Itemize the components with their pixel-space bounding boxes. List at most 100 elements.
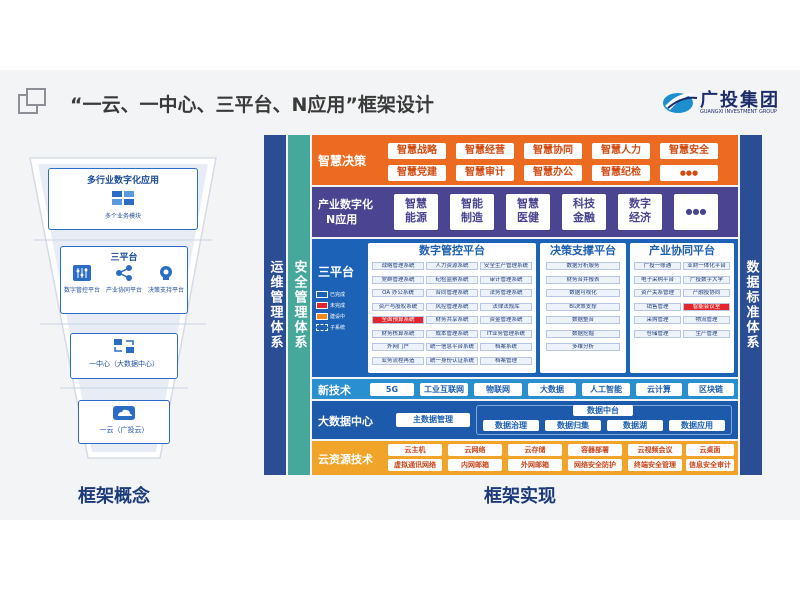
p3-cell: 资产关系管理	[634, 289, 681, 297]
funnel-platform-1: 数字管控平台	[63, 287, 100, 294]
chip-yz-10: 终端安全管理	[628, 459, 682, 471]
band-new-tech-label: 新技术	[318, 384, 351, 397]
chip-yz-8: 外网邮箱	[508, 459, 562, 471]
p2-cell: 财务合并报表	[546, 275, 620, 284]
p1-cell: 财务共享系统	[426, 316, 478, 324]
chip-data-middle: 数据中台	[573, 405, 633, 416]
p1-cell: 战略管理系统	[372, 262, 424, 270]
funnel-tier-cloud-label: 一云（广投云）	[99, 426, 149, 434]
share-icon	[116, 265, 132, 281]
p1-cell: 安全生产管理系统	[480, 262, 532, 270]
p1-cell: 纪检监察系统	[426, 275, 478, 284]
band-industry-apps: 产业数字化 N应用 智慧能源 智能制造 智慧医健 科技金融 数字经济 ●●●	[312, 187, 738, 237]
chip-zh-1: 智慧经营	[456, 143, 514, 159]
chip-zh-3: 智慧人力	[592, 143, 650, 159]
p1-cell: 风控管理系统	[426, 302, 478, 311]
chip-yz-5: 云桌面	[686, 444, 734, 456]
chip-cy-1: 智能制造	[450, 194, 494, 230]
funnel-tier-apps: 多行业数字化应用 多个业务模块	[48, 168, 198, 230]
implementation-caption: 框架实现	[484, 486, 556, 507]
platform-digital-control-title: 数字管控平台	[419, 244, 485, 257]
chip-zh-7: 智慧办公	[524, 165, 582, 181]
p2-cell: 数据整合	[546, 316, 620, 324]
p1-cell: 统一信息平台系统	[426, 343, 478, 351]
chip-cy-3: 科技金融	[562, 194, 606, 230]
p1-cell: 资产与股权系统	[372, 302, 424, 311]
chip-zh-more: ●●●	[660, 165, 718, 181]
funnel-platform-2: 产业协同平台	[105, 287, 142, 294]
p2-cell: 多维分析	[546, 343, 620, 351]
title-decor-icon	[18, 88, 48, 116]
funnel-tier-cloud: 一云（广投云）	[78, 400, 170, 444]
p3-cell: 广投数字大学	[683, 275, 730, 284]
p3-cell: 销售管理	[634, 302, 681, 311]
p3-cell: 产融投协同	[683, 289, 730, 297]
p2-cell: 数据分析服务	[546, 262, 620, 270]
security-management-bar: 安全管理体系	[288, 135, 310, 475]
chip-yz-2: 云存储	[508, 444, 562, 456]
logo-mark-icon	[663, 93, 698, 113]
legend-undone: 未完成	[330, 303, 346, 309]
chip-yz-4: 云视频会议	[628, 444, 682, 456]
funnel-tier-datacenter: 一中心（大数据中心）	[70, 333, 178, 379]
chip-xj-4: 人工智能	[582, 383, 630, 396]
chip-zh-8: 智慧纪检	[592, 165, 650, 181]
chip-xj-3: 大数据	[528, 383, 576, 396]
p3-cell: 仓储管理	[634, 329, 681, 338]
p1-cell: 党群管理系统	[372, 275, 424, 284]
chip-yz-0: 云主机	[388, 444, 442, 456]
p1-cell: 财务核算系统	[372, 329, 424, 338]
data-standard-bar: 数据标准体系	[740, 135, 762, 475]
platform-decision-support-title: 决策支撑平台	[550, 244, 616, 257]
logo-sub: GUANGXI INVESTMENT GROUP	[700, 109, 777, 115]
page-title: “一云、一中心、三平台、N应用”框架设计	[70, 94, 434, 116]
status-legend: 已完成 未完成 建设中 子系统	[316, 289, 354, 333]
p3-cell: 电子采购平台	[634, 275, 681, 284]
legend-done: 已完成	[330, 292, 346, 298]
chip-yz-1: 云网络	[448, 444, 502, 456]
ops-management-bar: 运维管理体系	[264, 135, 286, 475]
p1-cell: 审计管理系统	[480, 275, 532, 284]
band-smart-decision-label: 智慧决策	[318, 154, 367, 168]
band-three-platforms: 三平台 已完成 未完成 建设中 子系统 数字管控平台 战略管理系统人力资源系统安…	[312, 239, 738, 377]
chip-xj-6: 区块链	[688, 383, 734, 396]
platform-digital-control: 数字管控平台 战略管理系统人力资源系统安全生产管理系统党群管理系统纪检监察系统审…	[368, 243, 536, 373]
p1-cell: 全面预算系统	[372, 316, 424, 324]
p1-cell: 外网门户	[372, 343, 424, 351]
chip-xj-1: 工业互联网	[420, 383, 468, 396]
band-big-data: 大数据中心 主数据管理 数据中台 数据治理 数据归集 数据湖 数据应用	[312, 401, 738, 439]
chip-cy-more: ●●●	[674, 194, 718, 230]
brain-icon	[160, 266, 172, 280]
p3-cell: 业财一体化平台	[683, 262, 730, 270]
legend-subsystem: 子系统	[330, 325, 346, 331]
p1-cell: 合同管理系统	[426, 289, 478, 297]
p2-cell: BI决策支撑	[546, 302, 620, 311]
p1-cell: 法务管理系统	[480, 289, 532, 297]
funnel-tier-apps-label: 多行业数字化应用	[86, 176, 159, 186]
chip-zh-4: 智慧安全	[660, 143, 718, 159]
cloud-icon	[113, 406, 135, 420]
chip-dsj-4: 数据湖	[607, 420, 663, 431]
platform-industry-collab-title: 产业协同平台	[649, 244, 715, 257]
p3-cell: 物流管理	[683, 316, 730, 324]
p1-cell: OA 办公系统	[372, 289, 424, 297]
chip-xj-2: 物联网	[474, 383, 522, 396]
chip-cy-4: 数字经济	[618, 194, 662, 230]
p1-cell: 人力资源系统	[426, 262, 478, 270]
chip-yz-7: 内网邮箱	[448, 459, 502, 471]
architecture-diagram: 运维管理体系 安全管理体系 智慧决策 智慧战略 智慧经营 智慧协同 智慧人力 智…	[264, 135, 762, 475]
chip-xj-0: 5G	[370, 383, 414, 396]
band-cloud-label: 云资源技术	[318, 453, 373, 466]
chip-zh-6: 智慧审计	[456, 165, 514, 181]
chip-zh-5: 智慧党建	[388, 165, 446, 181]
logo-name: 广投集团	[700, 90, 780, 111]
chip-zh-2: 智慧协同	[524, 143, 582, 159]
control-platform-icon	[73, 265, 91, 281]
p1-cell: IT业务管理系统	[480, 329, 532, 338]
p3-cell: 采购管理	[634, 316, 681, 324]
chip-yz-9: 网络安全防护	[568, 459, 622, 471]
band-industry-label-2: N应用	[326, 213, 358, 226]
funnel-platform-3: 决策支持平台	[147, 287, 184, 294]
data-middle-platform-box: 数据中台 数据治理 数据归集 数据湖 数据应用	[476, 405, 732, 435]
